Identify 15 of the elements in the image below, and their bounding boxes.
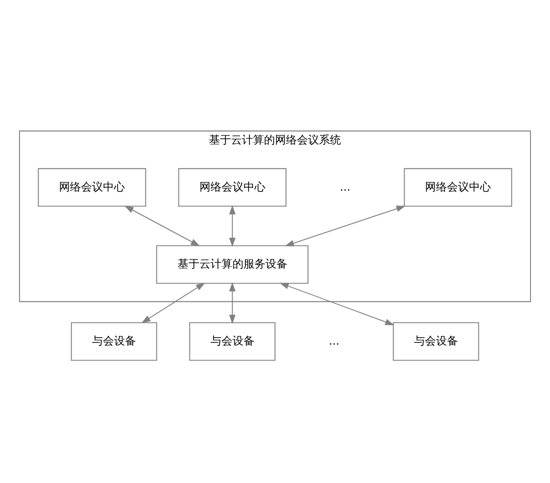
label: ...	[340, 180, 350, 193]
arrow	[280, 282, 394, 325]
node-box: 与会设备	[189, 322, 276, 360]
arrow	[229, 204, 236, 246]
arrow	[284, 205, 406, 246]
node-box: 网络会议中心	[38, 168, 146, 206]
node-box: 与会设备	[392, 322, 480, 360]
node-box: 基于云计算的服务设备	[156, 244, 308, 284]
arrow	[229, 282, 236, 324]
node-box: 与会设备	[70, 322, 158, 360]
node-box: 网络会议中心	[404, 168, 512, 206]
node-box: 网络会议中心	[178, 168, 286, 206]
arrow	[124, 205, 200, 246]
arrow	[141, 282, 206, 323]
label: ...	[328, 334, 340, 347]
